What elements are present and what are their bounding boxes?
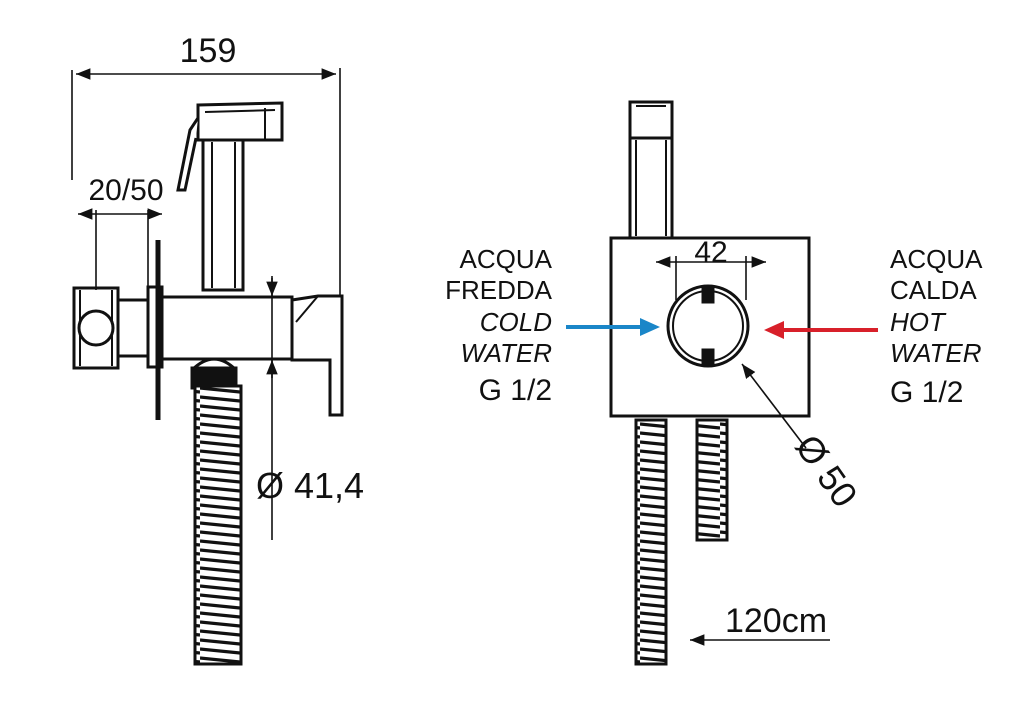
- svg-text:WATER: WATER: [890, 338, 981, 368]
- handset-head: [196, 101, 284, 142]
- front-handset-head: [628, 100, 674, 140]
- side-dimensions: [71, 68, 341, 540]
- front-hose-short: [695, 418, 729, 542]
- svg-text:ACQUA: ACQUA: [890, 244, 983, 274]
- dim-hose-length: 120cm: [725, 602, 827, 640]
- trigger-lever: [176, 117, 200, 192]
- valve-body: [160, 295, 294, 361]
- side-hose: [193, 384, 243, 666]
- hot-water-arrow: [764, 321, 878, 339]
- front-dimensions: [656, 256, 830, 646]
- svg-text:CALDA: CALDA: [890, 275, 977, 305]
- dim-inner-width: 42: [694, 236, 727, 269]
- svg-text:G 1/2: G 1/2: [890, 376, 963, 409]
- dim-body-diameter: Ø 41,4: [256, 465, 364, 506]
- front-hose-main: [634, 418, 668, 666]
- cold-water-arrow: [566, 318, 660, 336]
- svg-text:G 1/2: G 1/2: [479, 374, 552, 407]
- hot-water-label: ACQUA CALDA HOT WATER G 1/2: [890, 244, 983, 409]
- side-view: [72, 101, 344, 666]
- handset-body: [201, 138, 245, 292]
- svg-text:HOT: HOT: [890, 307, 947, 337]
- svg-text:COLD: COLD: [480, 307, 552, 337]
- dim-projection: 20/50: [88, 174, 163, 207]
- valve-ring: [666, 284, 750, 368]
- svg-text:WATER: WATER: [461, 338, 552, 368]
- front-view: [609, 100, 811, 666]
- svg-text:FREDDA: FREDDA: [445, 275, 553, 305]
- holder-bracket: [290, 294, 344, 417]
- svg-text:ACQUA: ACQUA: [460, 244, 553, 274]
- cold-water-label: ACQUA FREDDA COLD WATER G 1/2: [445, 244, 553, 407]
- dim-width-total: 159: [180, 32, 237, 70]
